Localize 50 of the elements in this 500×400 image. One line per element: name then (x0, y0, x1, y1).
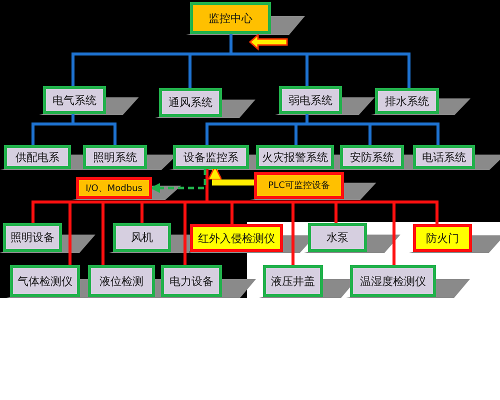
box-label: 红外入侵检测仪 (198, 230, 275, 246)
system-box (350, 265, 436, 297)
box-label: 温湿度检测仪 (360, 274, 426, 288)
system-box (190, 224, 283, 252)
box-label: 液压井盖 (271, 274, 315, 288)
box-label: 防火门 (426, 230, 459, 246)
box-label: I/O、Modbus (86, 182, 142, 194)
system-box (4, 145, 71, 169)
box-label: 火灾报警系统 (262, 150, 328, 164)
system-box (76, 177, 152, 199)
box-label: 弱电系统 (288, 92, 332, 108)
box-label: 供配电系 (16, 150, 60, 164)
system-box (83, 145, 147, 169)
box-label: 电力设备 (170, 274, 214, 288)
system-box (340, 145, 404, 169)
system-box (279, 86, 342, 114)
box-label: 安防系统 (350, 150, 394, 164)
box-label: 监控中心 (208, 10, 252, 26)
box-label: 液位检测 (100, 274, 144, 288)
system-box (10, 265, 80, 297)
connector-line (230, 34, 410, 88)
system-box (159, 88, 222, 117)
box-label: 照明系统 (93, 150, 137, 164)
system-box (375, 88, 439, 114)
system-box (88, 265, 155, 297)
system-box (173, 145, 249, 169)
dashed-arrow (150, 169, 206, 193)
box-label: 通风系统 (168, 95, 212, 110)
system-box (256, 145, 334, 169)
system-box (413, 224, 472, 252)
system-box (43, 86, 106, 114)
system-box (308, 223, 367, 252)
system-box (254, 172, 344, 199)
box-label: 电气系统 (52, 92, 96, 108)
connector-line (72, 114, 116, 145)
box-label: 风机 (131, 230, 153, 245)
box-label: 气体检测仪 (18, 274, 72, 288)
system-box (263, 265, 323, 297)
system-box (190, 2, 271, 34)
system-box (113, 223, 171, 252)
system-box (413, 145, 475, 169)
box-label: 设备监控系 (184, 150, 238, 164)
system-box (3, 223, 62, 252)
box-label: 水泵 (326, 230, 348, 245)
box-label: PLC可监控设备 (268, 180, 330, 192)
box-label: 排水系统 (385, 94, 429, 108)
box-label: 照明设备 (10, 230, 54, 245)
box-label: 电话系统 (422, 150, 466, 164)
connector-line (206, 169, 438, 224)
system-box (161, 265, 222, 297)
